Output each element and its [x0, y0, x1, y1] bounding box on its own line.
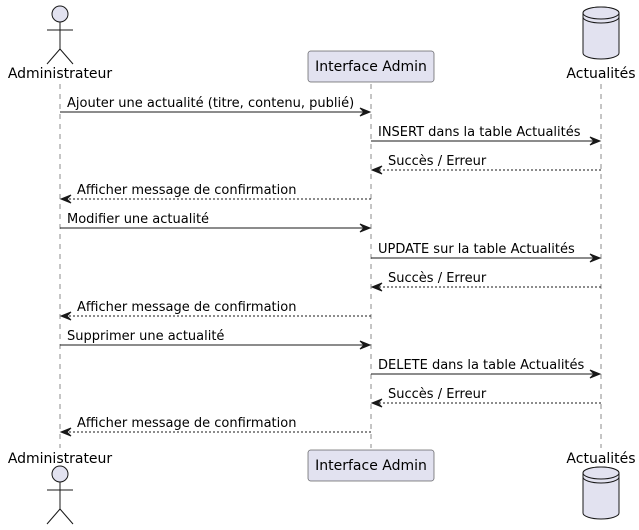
message-label: Succès / Erreur [388, 387, 487, 402]
participant-top-label-db: Actualités [566, 66, 635, 82]
lifelines [59, 84, 602, 448]
message-arrow: Succès / Erreur [370, 154, 601, 175]
arrow-head-icon [589, 136, 602, 146]
arrow-head-icon [59, 194, 72, 204]
arrow-head-icon [359, 340, 372, 350]
message-arrow: Succès / Erreur [370, 271, 601, 292]
database-top-icon [582, 6, 620, 60]
arrow-head-icon [370, 165, 383, 175]
message-label: Succès / Erreur [388, 271, 487, 286]
participant-bottom-label-db: Actualités [566, 451, 635, 467]
arrow-head-icon [589, 253, 602, 263]
participant-top-label-ui: Interface Admin [315, 59, 427, 75]
database-bottom-icon [582, 466, 620, 520]
message-label: Afficher message de confirmation [77, 183, 296, 198]
message-arrow: INSERT dans la table Actualités [371, 125, 602, 146]
arrow-head-icon [59, 427, 72, 437]
message-label: Modifier une actualité [67, 212, 209, 227]
arrow-head-icon [370, 398, 383, 408]
actor-top-icon [46, 5, 74, 65]
arrow-head-icon [370, 282, 383, 292]
messages: Ajouter une actualité (titre, contenu, p… [59, 96, 602, 437]
message-arrow: UPDATE sur la table Actualités [371, 242, 602, 263]
arrow-head-icon [59, 311, 72, 321]
participant-bottom-label-admin: Administrateur [8, 451, 113, 467]
message-arrow: Afficher message de confirmation [59, 416, 371, 437]
message-arrow: Modifier une actualité [60, 212, 372, 233]
actor-bottom-icon [46, 465, 74, 525]
participant-top-box-ui [307, 50, 435, 83]
message-arrow: Succès / Erreur [370, 387, 601, 408]
arrow-head-icon [359, 223, 372, 233]
message-label: UPDATE sur la table Actualités [378, 242, 575, 257]
message-label: Afficher message de confirmation [77, 300, 296, 315]
message-label: Succès / Erreur [388, 154, 487, 169]
message-label: DELETE dans la table Actualités [378, 358, 585, 373]
message-arrow: Afficher message de confirmation [59, 300, 371, 321]
participant-top-label-admin: Administrateur [8, 66, 113, 82]
message-label: Ajouter une actualité (titre, contenu, p… [67, 96, 354, 111]
arrow-head-icon [589, 369, 602, 379]
participant-bottom-label-ui: Interface Admin [315, 458, 427, 474]
arrow-head-icon [359, 107, 372, 117]
message-arrow: Ajouter une actualité (titre, contenu, p… [60, 96, 372, 117]
message-label: Supprimer une actualité [67, 329, 224, 344]
message-arrow: Supprimer une actualité [60, 329, 372, 350]
participant-bottom-box-ui [307, 449, 435, 482]
message-arrow: DELETE dans la table Actualités [371, 358, 602, 379]
message-label: Afficher message de confirmation [77, 416, 296, 431]
message-arrow: Afficher message de confirmation [59, 183, 371, 204]
message-label: INSERT dans la table Actualités [378, 125, 581, 140]
